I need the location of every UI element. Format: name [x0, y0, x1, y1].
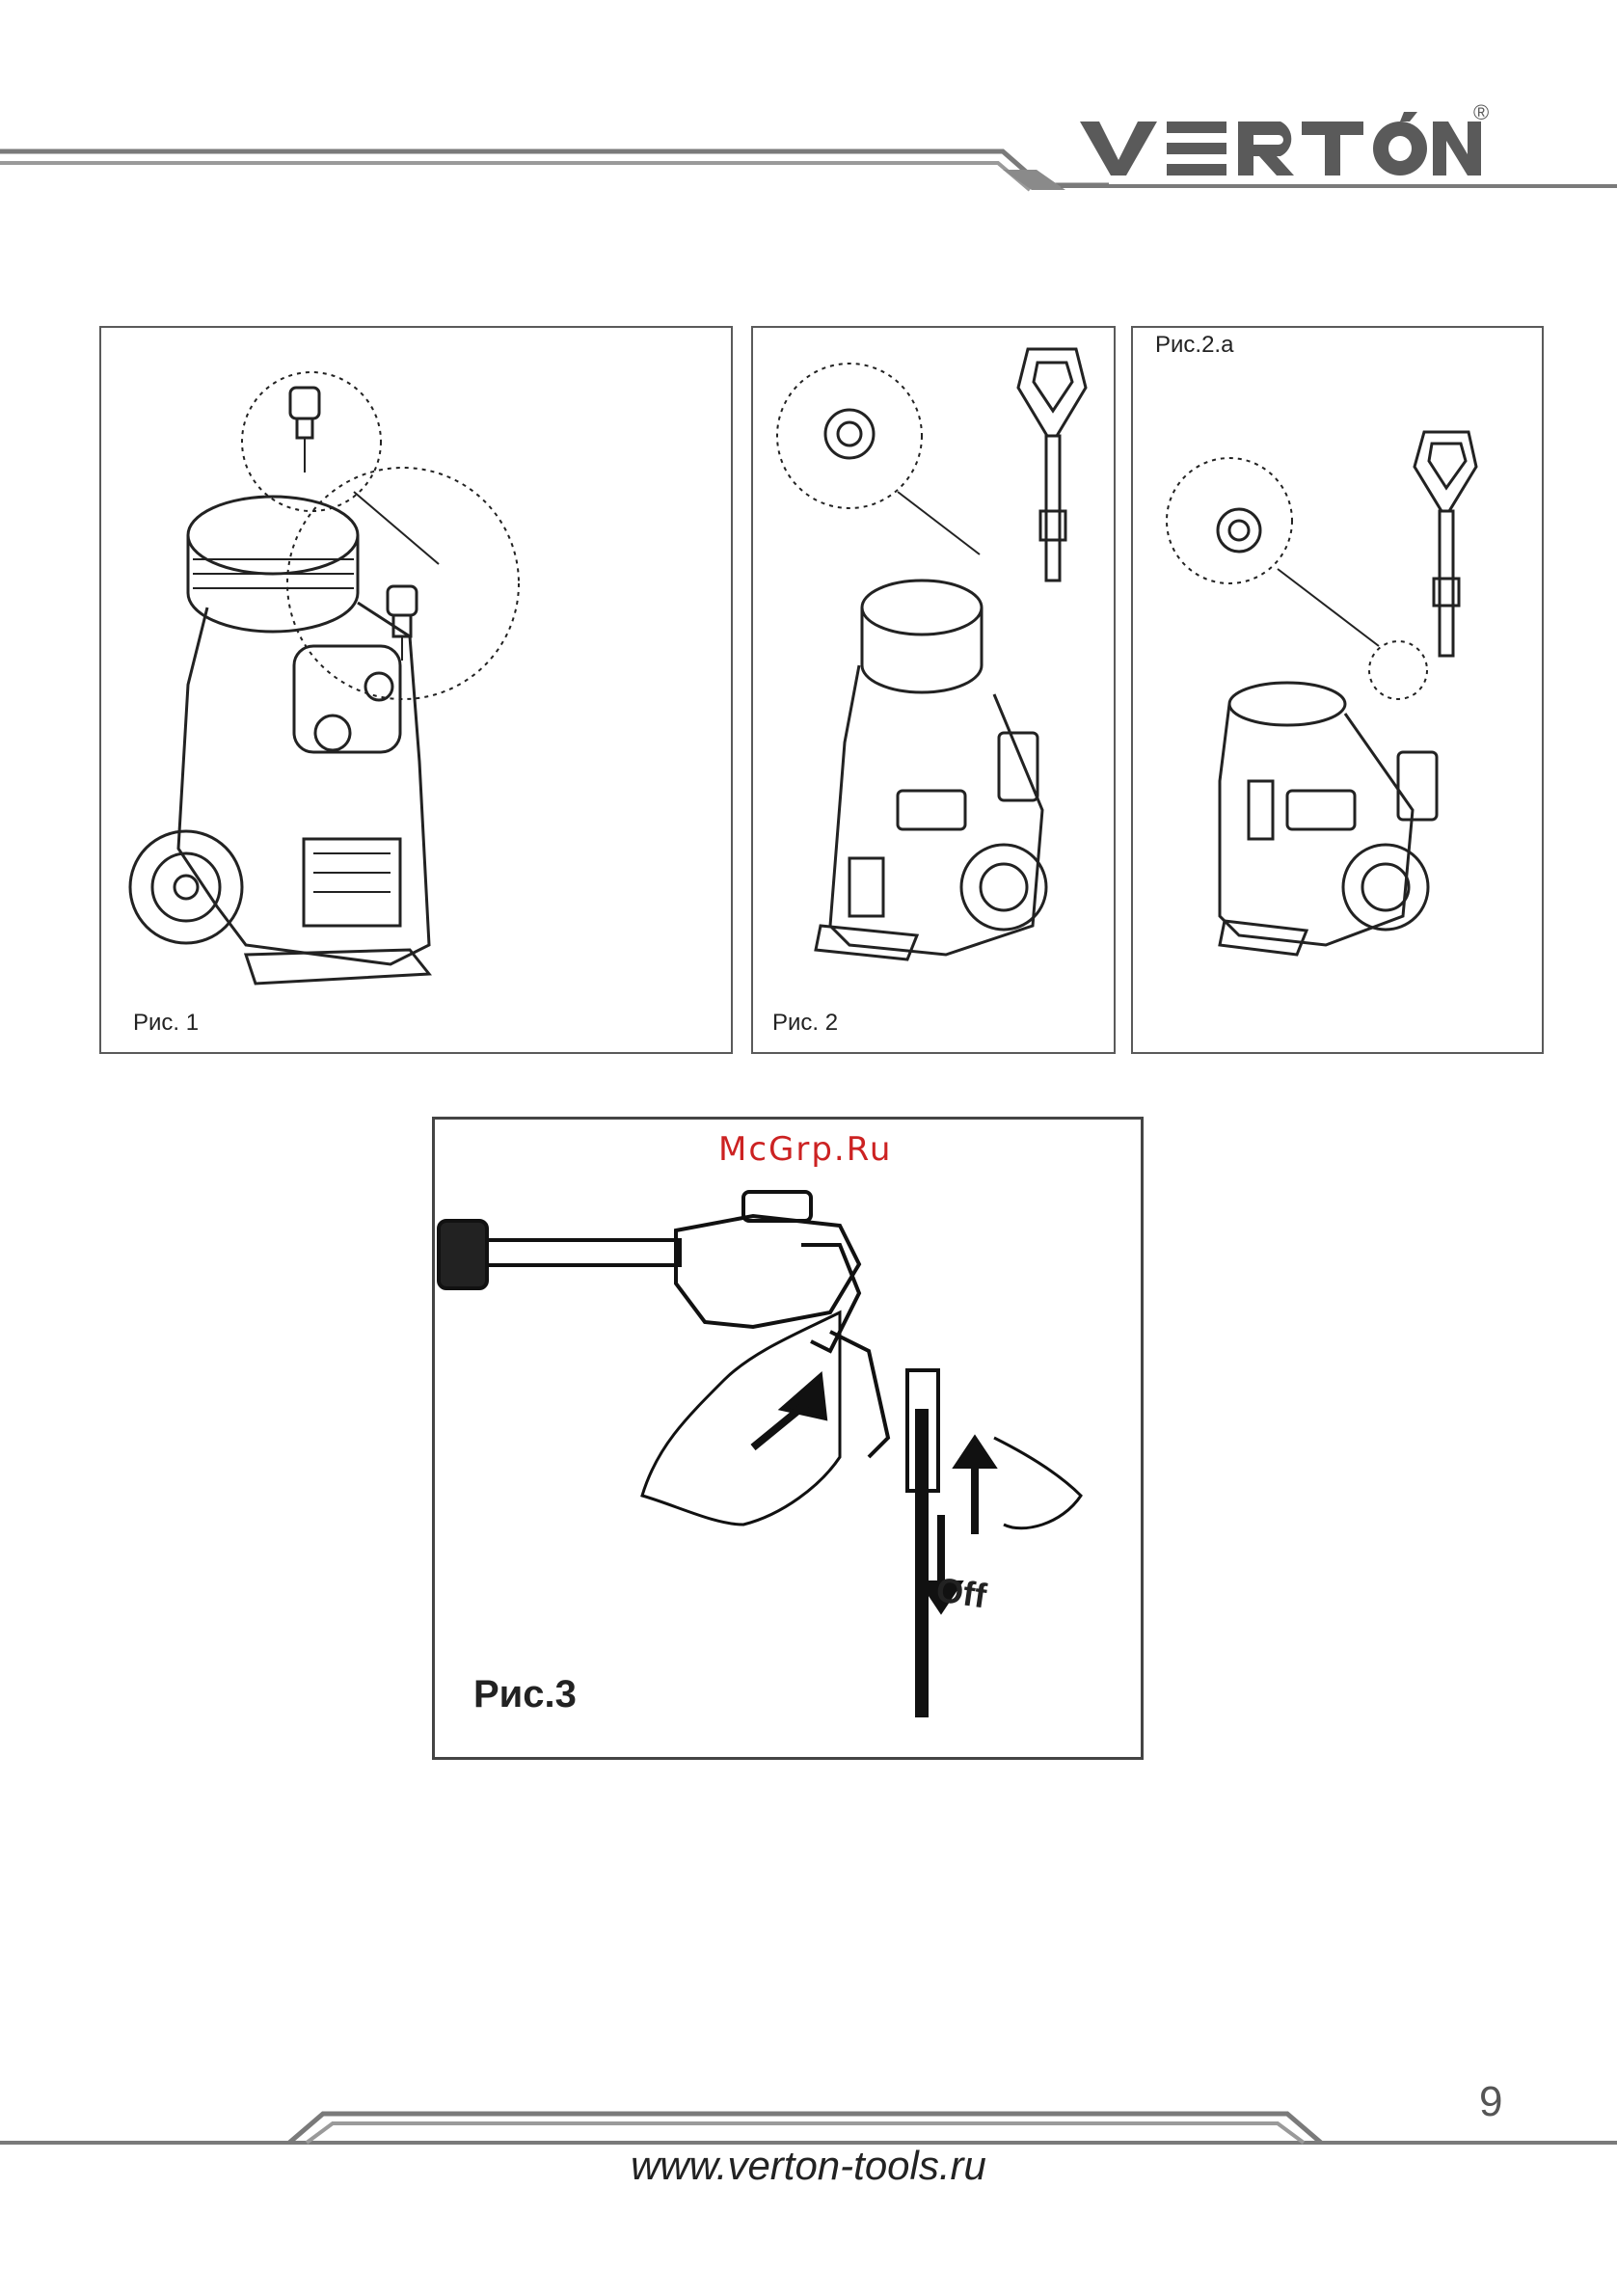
registered-mark: ®	[1473, 100, 1489, 125]
watermark-text: McGrp.Ru	[718, 1130, 892, 1169]
figure-1: Рис. 1	[99, 326, 733, 1054]
figure-caption: Рис.2.а	[1155, 332, 1233, 359]
figure-3: Off Рис.3	[432, 1117, 1144, 1760]
pressure-washer-variant-drawing	[1133, 328, 1542, 1052]
figure-caption: Рис.3	[473, 1673, 577, 1716]
figure-2a: Рис.2.а	[1131, 326, 1544, 1054]
pressure-washer-with-lance-drawing	[753, 328, 1114, 1052]
figure-caption: Рис. 1	[133, 1010, 199, 1037]
spray-gun-trigger-drawing	[435, 1120, 1141, 1757]
off-label: Off	[933, 1570, 988, 1617]
figure-2: Рис. 2	[751, 326, 1116, 1054]
figure-caption: Рис. 2	[772, 1010, 838, 1037]
website-url[interactable]: www.verton-tools.ru	[0, 2143, 1617, 2189]
brand-logo: ® VERTON	[1078, 112, 1483, 181]
verton-logo-graphic	[1078, 112, 1483, 181]
pressure-washer-drawing	[101, 328, 731, 1052]
